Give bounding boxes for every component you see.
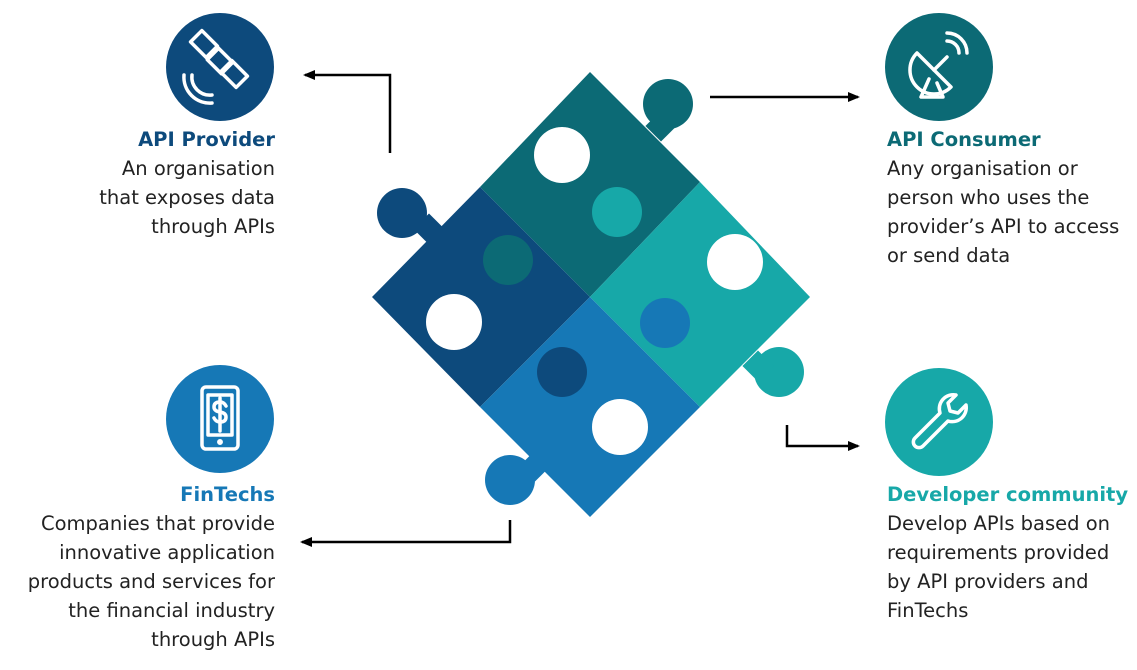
puzzle-piece-aqua bbox=[590, 182, 810, 407]
arrow-to-provider bbox=[303, 70, 392, 153]
knob-left-navy bbox=[377, 188, 427, 238]
api-consumer-title: API Consumer bbox=[887, 128, 1041, 151]
puzzle-piece-teal bbox=[480, 72, 700, 297]
developer-community-desc-line: Develop APIs based on bbox=[887, 512, 1111, 535]
mobile-dollar-icon bbox=[166, 365, 274, 473]
inner-knob-aqua bbox=[592, 187, 642, 237]
developer-community-desc-line: FinTechs bbox=[887, 599, 969, 622]
api-provider-title: API Provider bbox=[138, 128, 275, 151]
cutout-bottom-right bbox=[592, 399, 648, 455]
api-consumer-desc-line: or send data bbox=[887, 244, 1011, 267]
developer-community-block: Developer community Develop APIs based o… bbox=[887, 480, 1128, 625]
api-provider-desc-line: An organisation bbox=[121, 157, 275, 180]
inner-knob-navy bbox=[537, 347, 587, 397]
wrench-icon bbox=[885, 368, 993, 476]
cutout-top-left bbox=[534, 127, 590, 183]
inner-knob-teal bbox=[483, 235, 533, 285]
fintechs-desc-line: through APIs bbox=[151, 628, 275, 651]
fintechs-desc-line: Companies that provide bbox=[40, 512, 275, 535]
cutout-top-right bbox=[707, 234, 763, 290]
cutout-bottom-left bbox=[426, 294, 482, 350]
api-provider-desc-line: through APIs bbox=[151, 215, 275, 238]
api-consumer-desc-line: provider’s API to access bbox=[887, 215, 1120, 238]
fintechs-title: FinTechs bbox=[180, 483, 275, 506]
satellite-icon bbox=[166, 13, 274, 121]
fintechs-block: FinTechs Companies that provide innovati… bbox=[28, 480, 275, 654]
inner-knob-blue bbox=[640, 298, 690, 348]
fintechs-desc-line: the financial industry bbox=[68, 599, 275, 622]
fintechs-desc-line: innovative application bbox=[59, 541, 275, 564]
api-consumer-desc-line: person who uses the bbox=[887, 186, 1090, 209]
developer-community-desc-line: requirements provided bbox=[887, 541, 1110, 564]
fintechs-desc-line: products and services for bbox=[27, 570, 275, 593]
satellite-dish-icon bbox=[885, 13, 993, 121]
arrow-to-fintechs bbox=[300, 520, 512, 547]
developer-community-title: Developer community bbox=[887, 483, 1129, 506]
api-provider-desc-line: that exposes data bbox=[99, 186, 275, 209]
developer-community-desc-line: by API providers and bbox=[887, 570, 1089, 593]
arrow-to-developer bbox=[785, 425, 860, 451]
api-consumer-desc-line: Any organisation or bbox=[887, 157, 1078, 180]
api-provider-block: API Provider An organisation that expose… bbox=[99, 125, 275, 241]
api-consumer-block: API Consumer Any organisation or person … bbox=[887, 125, 1119, 270]
